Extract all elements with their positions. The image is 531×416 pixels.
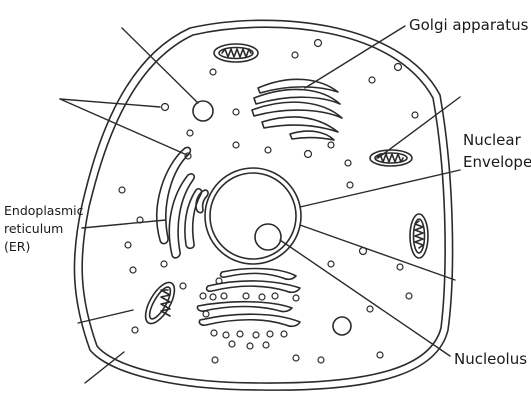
mitochondrion-right bbox=[369, 149, 413, 167]
nuclear-envelope-outer bbox=[204, 167, 302, 265]
label-nuclear-envelope: Nuclear Envelope bbox=[463, 129, 531, 173]
ribosomes bbox=[199, 277, 300, 350]
label-er-line-1: Endoplasmic bbox=[4, 203, 84, 218]
small-organelles bbox=[118, 38, 419, 364]
leader-lines bbox=[59, 25, 461, 384]
mitochondrion-left bbox=[144, 281, 176, 325]
label-er-line-2: reticulum bbox=[4, 221, 64, 236]
vacuole-bottom-right bbox=[332, 316, 352, 336]
rough-er bbox=[196, 267, 301, 328]
label-golgi-apparatus: Golgi apparatus bbox=[409, 16, 529, 34]
mitochondrion-top bbox=[213, 43, 259, 63]
label-endoplasmic-reticulum: Endoplasmic reticulum (ER) bbox=[4, 202, 84, 256]
vacuole-top-left bbox=[192, 100, 214, 122]
nuclear-envelope-inner bbox=[209, 172, 297, 260]
cell-membrane-inner bbox=[81, 26, 446, 384]
nucleolus bbox=[254, 223, 282, 251]
label-nucleolus: Nucleolus bbox=[454, 350, 528, 368]
label-er-line-3: (ER) bbox=[4, 239, 31, 254]
endoplasmic-reticulum bbox=[156, 146, 209, 259]
label-nuclear-line-2: Envelope bbox=[463, 153, 531, 171]
cell-membrane-outer bbox=[73, 19, 454, 391]
label-nuclear-line-1: Nuclear bbox=[463, 131, 521, 149]
golgi-apparatus bbox=[251, 78, 343, 141]
mitochondrion-far-right bbox=[409, 213, 429, 259]
